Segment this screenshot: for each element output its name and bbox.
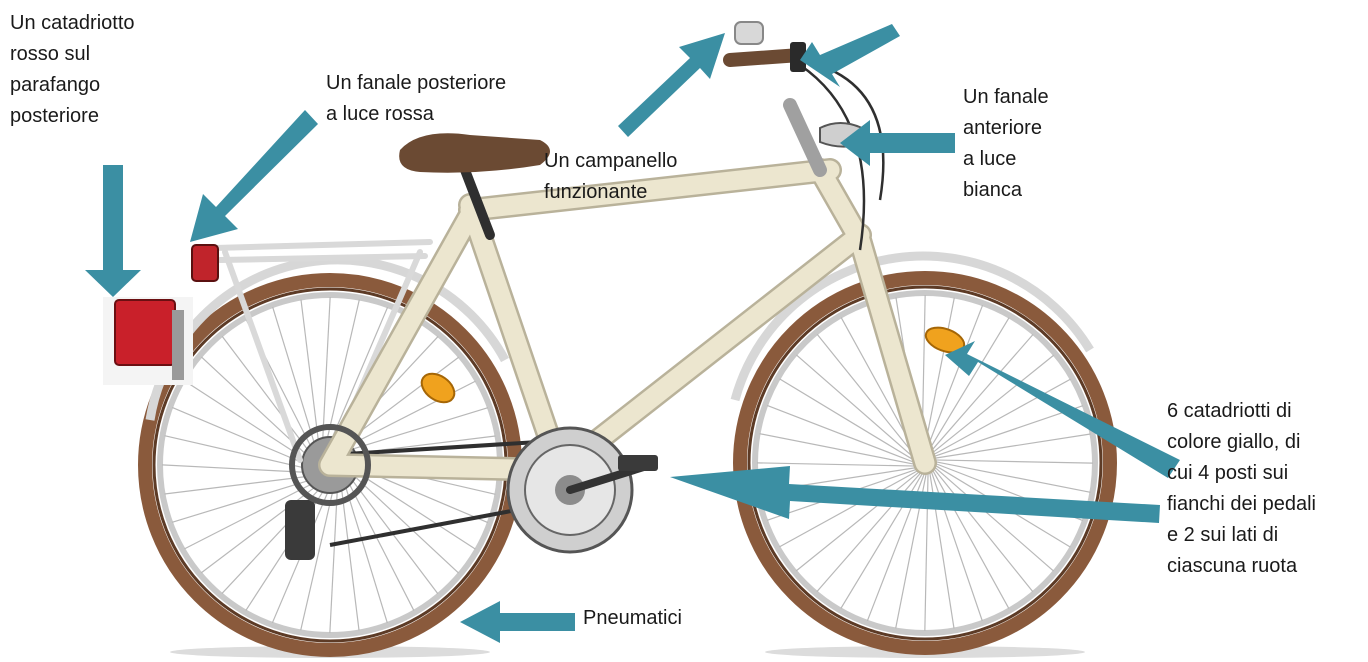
spoke xyxy=(200,483,320,574)
label-yellow-reflectors-line-6: ciascuna ruota xyxy=(1167,555,1298,577)
spoke xyxy=(184,380,309,462)
label-rear-reflector-line-2: rosso sul xyxy=(10,43,91,65)
brake-lever xyxy=(790,42,806,72)
label-yellow-reflectors-line-1: 6 catadriotti di xyxy=(1167,400,1292,422)
label-rear-reflector-line-4: posteriore xyxy=(10,105,99,127)
spoke xyxy=(756,462,917,467)
spoke xyxy=(221,335,312,455)
spoke xyxy=(340,483,360,631)
handlebar xyxy=(723,48,807,67)
spoke xyxy=(779,469,920,548)
arrow-front-light xyxy=(840,120,955,166)
label-yellow-reflectors-line-2: colore giallo, di xyxy=(1167,431,1301,453)
spoke xyxy=(929,354,1055,456)
rear-wheel-reflector xyxy=(420,372,456,404)
label-front-light-line-3: a luce xyxy=(963,148,1017,170)
stem xyxy=(783,98,827,177)
spoke xyxy=(931,405,1084,458)
spoke xyxy=(924,304,984,455)
spoke xyxy=(922,297,955,455)
arrow-pedal xyxy=(670,466,1160,523)
pedal xyxy=(618,455,658,471)
spoke xyxy=(933,459,1094,464)
spoke xyxy=(164,435,309,470)
spoke xyxy=(272,306,317,449)
spoke xyxy=(931,468,1010,609)
label-bell-line-1: Un campanello xyxy=(544,150,678,172)
spoke xyxy=(932,467,1034,593)
label-yellow-reflectors: 6 catadriotti di colore giallo, di cui 4… xyxy=(1167,396,1316,582)
arrow-tyre xyxy=(460,601,575,643)
spoke xyxy=(346,478,415,611)
spoke xyxy=(300,486,335,631)
label-rear-light: Un fanale posteriore a luce rossa xyxy=(326,68,506,130)
spoke xyxy=(759,433,917,466)
rear-reflector-inset xyxy=(103,297,193,385)
arrow-rear-reflector xyxy=(85,165,141,297)
label-front-light-line-4: bianca xyxy=(963,179,1022,201)
seat-post xyxy=(460,165,495,240)
arrow-rear-light xyxy=(190,110,318,242)
arrow-yellow-reflector xyxy=(945,341,1180,478)
spoke xyxy=(300,299,320,447)
spoke xyxy=(930,378,1071,457)
label-yellow-reflectors-line-5: e 2 sui lati di xyxy=(1167,524,1279,546)
front-mudguard xyxy=(730,251,1094,402)
label-front-light: Un fanale anteriore a luce bianca xyxy=(963,82,1049,206)
label-bell-line-2: funzionante xyxy=(544,181,648,203)
saddle xyxy=(399,133,550,173)
label-rear-light-line-2: a luce rossa xyxy=(326,103,434,125)
label-rear-reflector-line-3: parafango xyxy=(10,74,101,96)
spoke xyxy=(766,404,917,464)
spoke xyxy=(796,354,917,461)
spoke xyxy=(329,485,339,634)
bell xyxy=(734,21,764,45)
spoke xyxy=(329,306,389,444)
label-bell: Un campanello funzionante xyxy=(544,146,677,208)
label-tyres-line-1: Pneumatici xyxy=(583,607,682,629)
arrows xyxy=(85,24,1180,643)
arrow-bell xyxy=(618,33,725,137)
spoke xyxy=(350,472,460,574)
spoke xyxy=(927,334,1034,455)
label-rear-reflector-line-1: Un catadriotto xyxy=(10,12,135,34)
spoke xyxy=(346,407,489,452)
cassette xyxy=(289,424,371,506)
label-yellow-reflectors-line-4: fianchi dei pedali xyxy=(1167,493,1316,515)
spoke xyxy=(164,475,312,495)
rear-derailleur xyxy=(285,500,315,560)
label-rear-light-line-1: Un fanale posteriore xyxy=(326,72,507,94)
spoke xyxy=(325,299,360,444)
label-yellow-reflectors-line-3: cui 4 posti sui xyxy=(1167,462,1289,484)
spoke xyxy=(933,465,1054,572)
spoke xyxy=(343,481,388,624)
spoke xyxy=(779,378,917,462)
label-front-light-line-2: anteriore xyxy=(963,117,1042,139)
spoke xyxy=(926,317,1010,455)
spoke xyxy=(795,470,921,572)
spoke xyxy=(161,464,310,474)
spoke xyxy=(184,481,317,550)
arrow-brake-lever xyxy=(800,24,900,87)
spoke xyxy=(932,433,1091,460)
spoke xyxy=(933,460,1091,493)
label-tyres: Pneumatici xyxy=(583,603,682,634)
spoke xyxy=(171,406,309,466)
rear-light xyxy=(191,244,219,282)
spoke xyxy=(351,468,476,550)
label-front-light-line-1: Un fanale xyxy=(963,86,1049,108)
spoke xyxy=(171,478,314,523)
label-rear-reflector: Un catadriotto rosso sul parafango poste… xyxy=(10,8,135,132)
spoke xyxy=(816,333,918,459)
spoke xyxy=(321,296,331,445)
